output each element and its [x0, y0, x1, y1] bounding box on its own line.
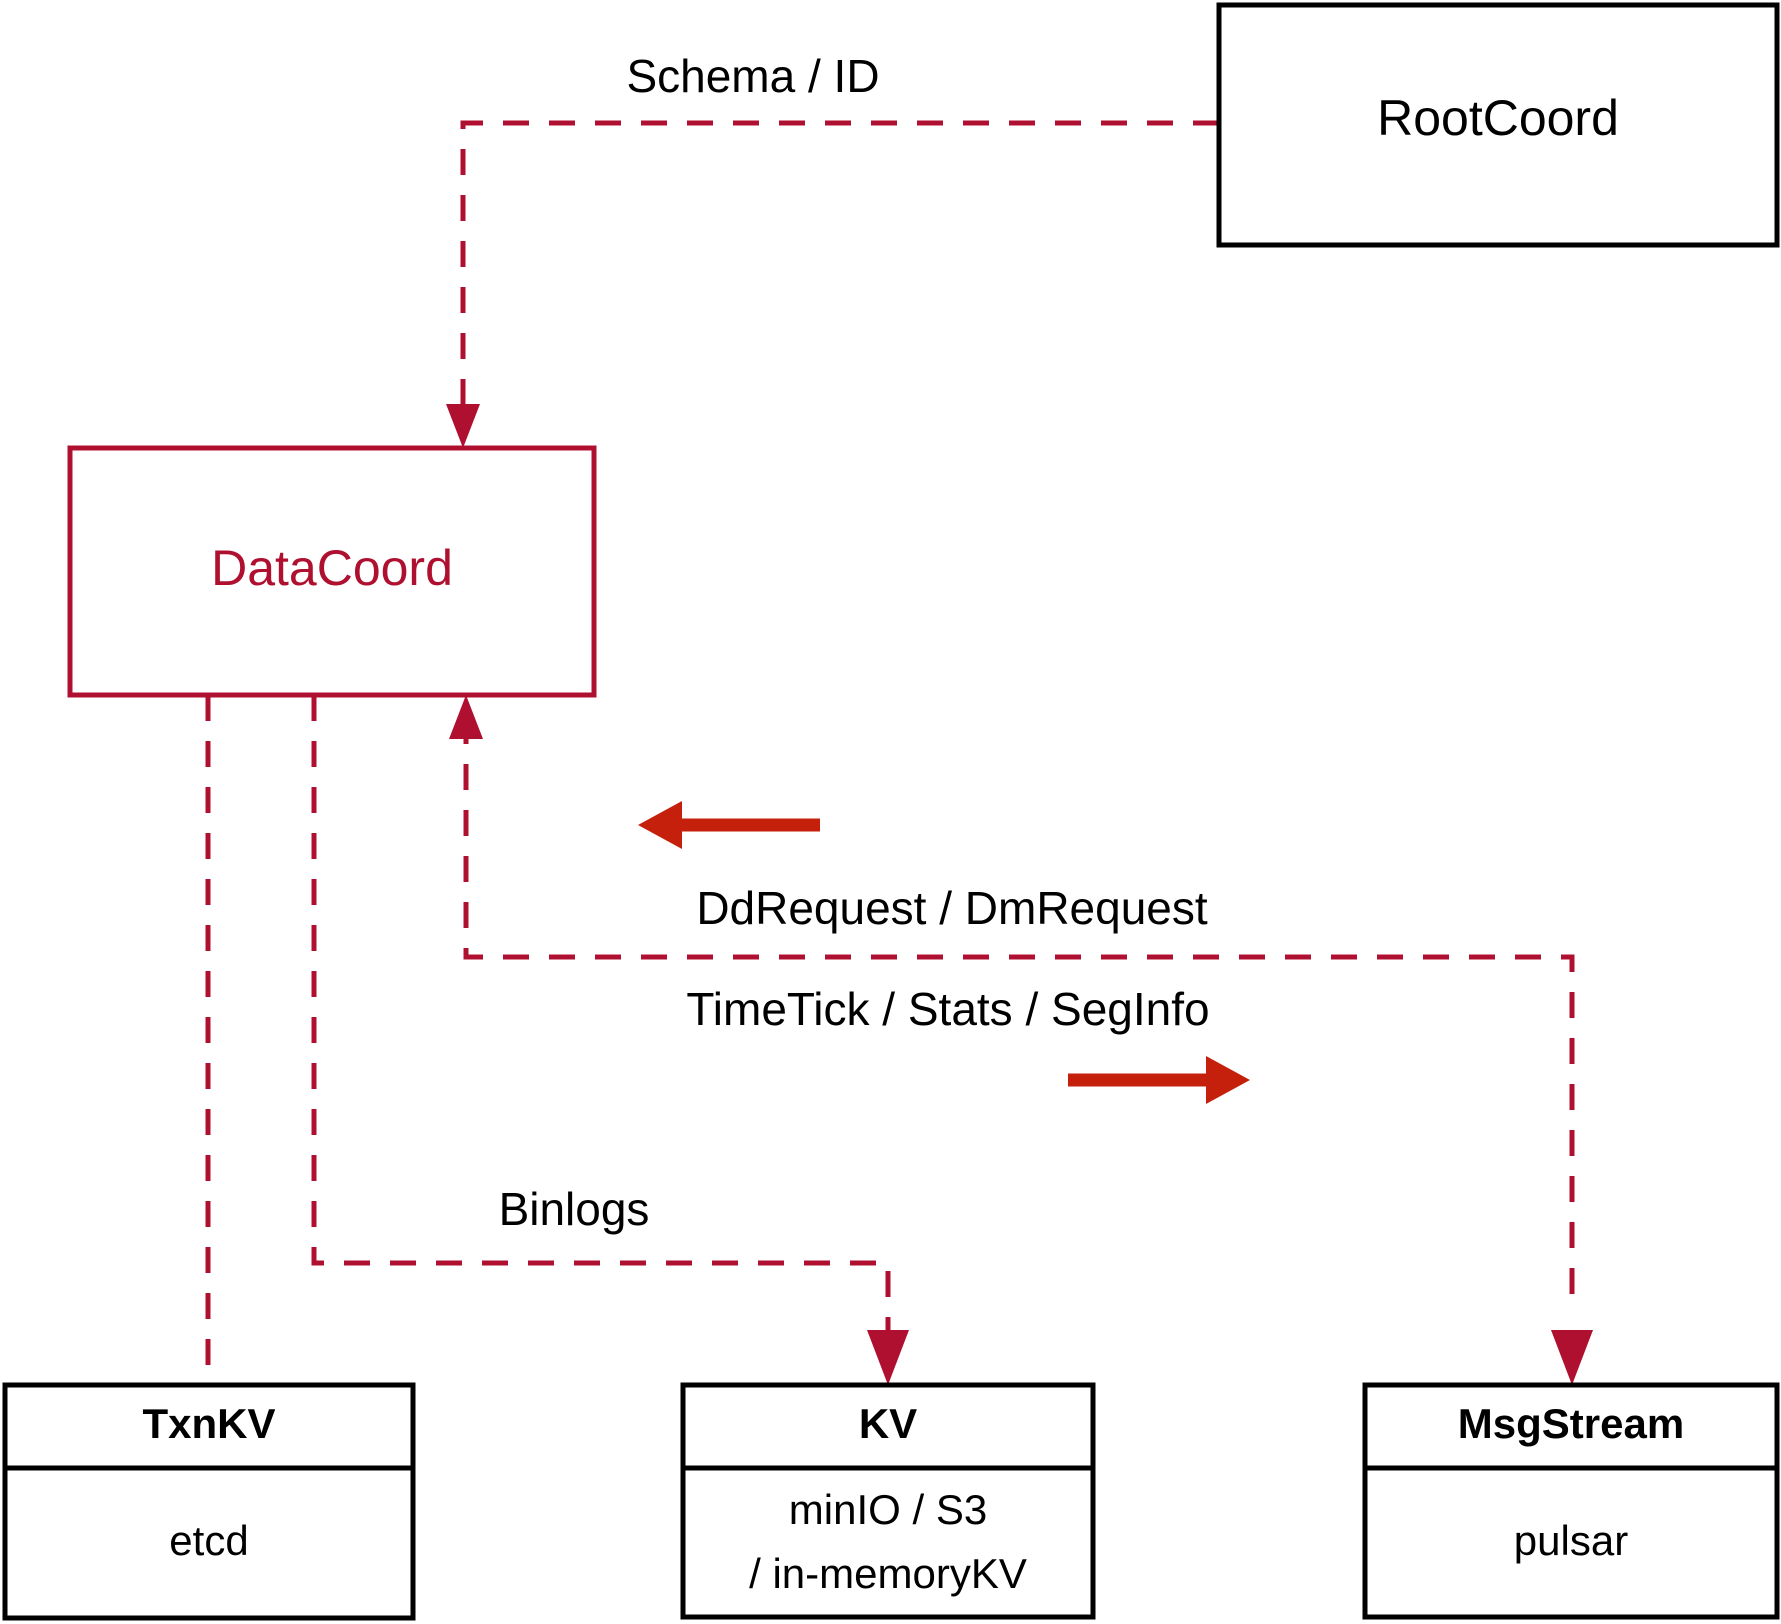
- edge-label-binlogs: Binlogs: [499, 1183, 650, 1235]
- node-rootcoord-box[interactable]: [1216, 2, 1780, 248]
- edge-ddrequest-direction-arrow: [638, 801, 820, 849]
- edge-schema-id-arrowhead: [446, 404, 480, 448]
- node-kv[interactable]: KV minIO / S3 / in-memoryKV: [680, 1382, 1096, 1620]
- node-rootcoord[interactable]: RootCoord: [1216, 2, 1780, 248]
- node-datacoord[interactable]: DataCoord: [67, 445, 597, 698]
- node-datacoord-label: DataCoord: [211, 540, 453, 596]
- node-txnkv[interactable]: TxnKV etcd: [2, 1382, 416, 1621]
- node-rootcoord-label: RootCoord: [1377, 90, 1619, 146]
- edge-timetick-direction-arrow: [1068, 1056, 1250, 1104]
- edge-label-schema-id: Schema / ID: [626, 50, 879, 102]
- edge-binlogs-line: [311, 695, 891, 1340]
- edge-label-timetick-stats-seginfo: TimeTick / Stats / SegInfo: [686, 983, 1209, 1035]
- node-txnkv-label: TxnKV: [142, 1400, 275, 1447]
- node-txnkv-sublabel: etcd: [169, 1517, 248, 1564]
- node-kv-sublabel-1: minIO / S3: [789, 1486, 987, 1533]
- edge-ddrequest-direction-head: [638, 801, 682, 849]
- edge-label-ddrequest-dmrequest: DdRequest / DmRequest: [696, 882, 1208, 934]
- node-datacoord-box[interactable]: [67, 445, 597, 698]
- node-msgstream-sublabel: pulsar: [1514, 1517, 1628, 1564]
- edge-binlogs: [311, 695, 909, 1385]
- node-kv-sublabel-2: / in-memoryKV: [749, 1550, 1027, 1597]
- edge-schema-id-line: [460, 120, 1219, 425]
- node-kv-box[interactable]: [680, 1382, 1096, 1620]
- edge-binlogs-arrowhead: [867, 1330, 909, 1385]
- edge-msgstream-link-arrowhead: [1551, 1330, 1593, 1385]
- node-kv-label: KV: [859, 1400, 917, 1447]
- edge-ddrequest-dmrequest: [449, 695, 1593, 1385]
- edge-timetick-direction-head: [1206, 1056, 1250, 1104]
- edge-schema-id: [446, 120, 1219, 448]
- node-msgstream-box[interactable]: [1362, 1382, 1780, 1620]
- edge-ddrequest-dmrequest-arrowhead: [449, 695, 483, 739]
- node-txnkv-box[interactable]: [2, 1382, 416, 1621]
- edge-ddrequest-dmrequest-line: [463, 718, 1575, 1300]
- node-msgstream[interactable]: MsgStream pulsar: [1362, 1382, 1780, 1620]
- node-msgstream-label: MsgStream: [1458, 1400, 1684, 1447]
